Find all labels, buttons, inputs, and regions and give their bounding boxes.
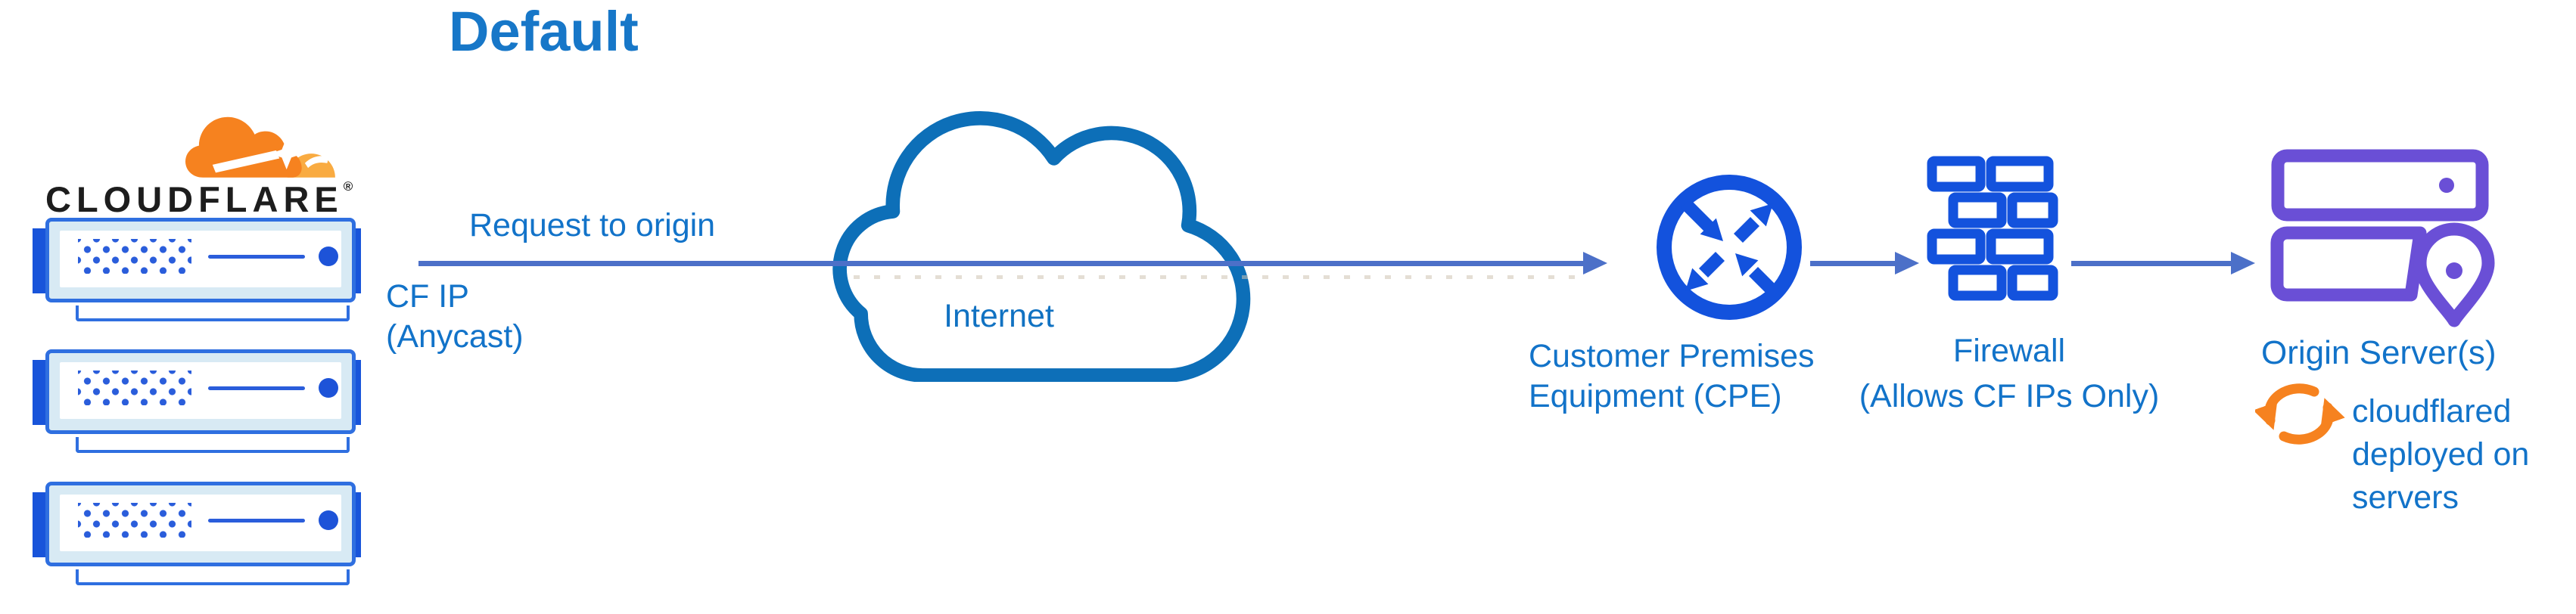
cf-ip-anycast-label: CF IP (Anycast) [386, 277, 524, 357]
origin-servers-location-icon [2270, 148, 2497, 333]
server-dot-matrix [78, 239, 191, 274]
server-tray [76, 569, 350, 585]
server-body [45, 482, 356, 585]
registered-mark: ® [343, 179, 353, 194]
server-left-tab [33, 360, 45, 425]
cpe-firewall-line [1810, 261, 1895, 266]
firewall-brick-wall-icon [1926, 155, 2059, 302]
server-body [45, 349, 356, 453]
server-left-tab [33, 492, 45, 557]
cf-ip-label-line2: (Anycast) [386, 318, 524, 355]
origin-servers-label: Origin Server(s) [2261, 334, 2497, 371]
edge-server-icon [33, 218, 401, 321]
edge-server-icon [33, 482, 401, 585]
cloudflared-note-line3: servers [2352, 479, 2459, 516]
server-power-led [319, 510, 338, 530]
server-slot [208, 519, 305, 523]
cloudflared-note-line2: deployed on [2352, 436, 2530, 473]
cpe-firewall-arrowhead [1895, 252, 1919, 274]
cloudflared-note: cloudflared deployed on servers [2352, 390, 2529, 519]
cpe-label-line2: Equipment (CPE) [1529, 378, 1782, 414]
flow-arrowhead [1583, 252, 1607, 274]
server-left-tab [33, 228, 45, 293]
server-body [45, 218, 356, 321]
router-cpe-icon [1654, 172, 1805, 323]
cloudflare-wordmark-text: CLOUDFLARE [45, 179, 344, 219]
cpe-label-line1: Customer Premises [1529, 338, 1815, 374]
internet-cloud-icon [821, 108, 1258, 382]
edge-server-icon [33, 349, 401, 453]
firewall-origin-line [2071, 261, 2231, 266]
server-tray [76, 437, 350, 453]
cf-ip-label-line1: CF IP [386, 278, 469, 315]
cloudflared-note-line1: cloudflared [2352, 393, 2512, 429]
server-dot-matrix [78, 371, 191, 405]
diagram-title: Default [449, 0, 639, 63]
sync-arrows-icon [2255, 380, 2346, 450]
server-slot [208, 255, 305, 259]
cpe-label: Customer Premises Equipment (CPE) [1529, 336, 1815, 417]
firewall-label-line2: (Allows CF IPs Only) [1859, 378, 2160, 414]
request-to-origin-label: Request to origin [469, 207, 716, 243]
server-dot-matrix [78, 503, 191, 538]
firewall-label-line1: Firewall [1952, 333, 2066, 369]
dotted-guide-line [854, 275, 1576, 279]
server-slot [208, 386, 305, 390]
cloudflare-logo-icon [185, 107, 337, 181]
server-power-led [319, 378, 338, 398]
server-power-led [319, 247, 338, 266]
internet-label: Internet [944, 298, 1054, 334]
server-tray [76, 305, 350, 321]
firewall-origin-arrowhead [2231, 252, 2255, 274]
request-flow-line [418, 261, 1584, 266]
cloudflare-wordmark: CLOUDFLARE® [45, 178, 353, 220]
firewall-label: Firewall (Allows CF IPs Only) [1854, 328, 2164, 419]
